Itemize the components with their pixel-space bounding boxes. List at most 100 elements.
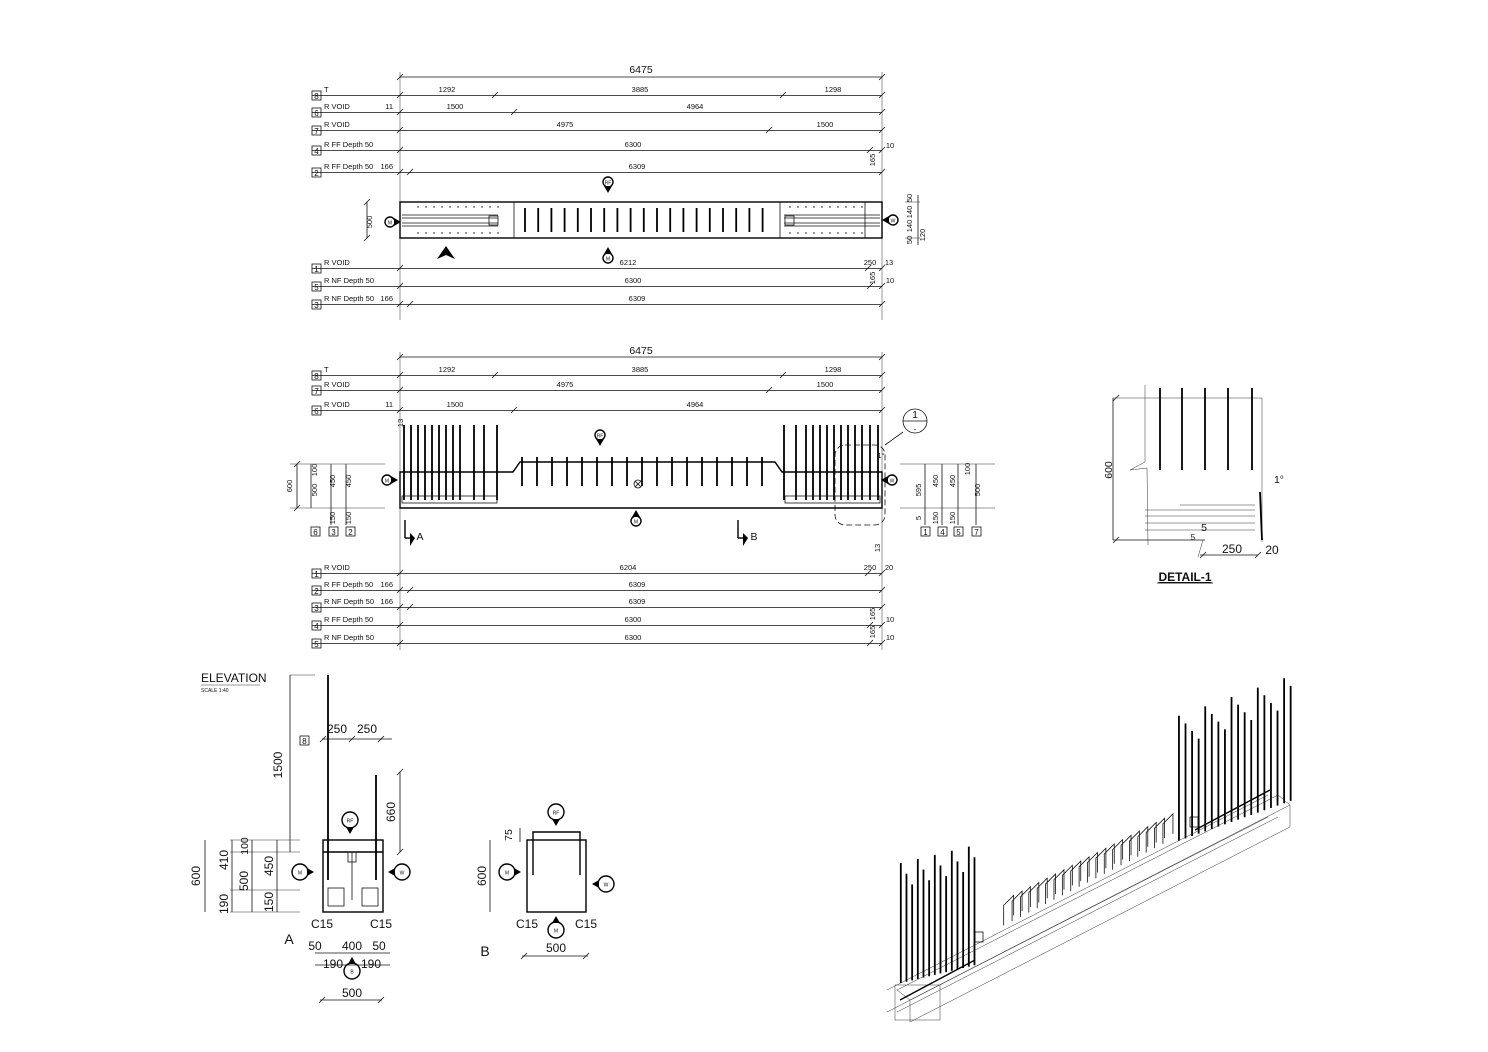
- row-label: R VOID: [324, 258, 350, 267]
- view-tag-label: W: [890, 479, 895, 485]
- row-number: 7: [314, 387, 319, 396]
- view-tag-label: RF: [605, 181, 612, 187]
- view-tag-label: M: [388, 221, 392, 227]
- dimension-lead: 166: [380, 294, 393, 303]
- dimension-text: 6204: [620, 563, 637, 572]
- beam-edge: [886, 816, 1269, 1013]
- stirrup-bar: [1003, 894, 1015, 926]
- row-number-box: [953, 526, 964, 537]
- dimension-text: 6300: [625, 633, 642, 642]
- stirrup-bar: [1120, 834, 1132, 866]
- view-tag-label: RF: [597, 434, 604, 440]
- dimension-text: 500: [973, 484, 982, 497]
- row-label: R NF Depth 50: [324, 276, 374, 285]
- view-tag-pointer: [391, 476, 398, 484]
- row-number-box: [345, 526, 356, 537]
- dimension-text: 250: [357, 722, 377, 736]
- bar-dot: [821, 232, 823, 234]
- row-number: 4: [940, 528, 945, 537]
- bar-dot: [497, 206, 499, 208]
- dimension-text: 6309: [629, 597, 646, 606]
- bar-dot: [425, 232, 427, 234]
- bar-dot: [797, 206, 799, 208]
- dimension-text: 4964: [687, 400, 704, 409]
- dimension-text: 190: [323, 957, 343, 971]
- row-number: 5: [314, 640, 319, 649]
- bar-dot: [449, 232, 451, 234]
- isometric-view: [886, 678, 1292, 1023]
- dimension-text: 13: [885, 258, 893, 267]
- view-tag-pointer: [552, 916, 560, 923]
- dimension-tick: [396, 353, 404, 361]
- row-label: T: [324, 365, 329, 374]
- view-tag-pointer: [552, 819, 560, 826]
- dimension-text: 165: [868, 154, 877, 167]
- bottom-reinforcement: [784, 495, 881, 504]
- lifting-insert-icon: [784, 215, 795, 226]
- dimension-text: 150: [948, 512, 957, 525]
- section-b-marker: B: [750, 531, 757, 543]
- row-number: 4: [314, 622, 319, 631]
- dimension-tick: [878, 603, 886, 611]
- dimension-text: 6300: [625, 276, 642, 285]
- dimension-tick: [396, 300, 404, 308]
- row-number: 6: [314, 109, 319, 118]
- view-tag-pointer: [348, 957, 356, 964]
- section-a-label: A: [284, 931, 294, 947]
- dimension-text: 3885: [632, 85, 649, 94]
- bar-dot: [481, 232, 483, 234]
- dimension-text: 13: [873, 544, 882, 552]
- lifting-insert-icon: [1189, 816, 1199, 828]
- dimension-tick: [318, 996, 326, 1004]
- dimension-text: 5: [1191, 533, 1196, 542]
- dimension-tick: [396, 406, 404, 414]
- beam-face: [896, 794, 1291, 1023]
- dimension-tick: [363, 234, 371, 242]
- dimension-text: 1298: [825, 85, 842, 94]
- dimension-tick: [396, 586, 404, 594]
- stirrup-bar: [1053, 868, 1065, 900]
- dimension-text: 100: [310, 464, 319, 477]
- dimension-text: C15: [311, 917, 333, 931]
- bar-dot: [465, 232, 467, 234]
- row-label: R NF Depth 50: [324, 633, 374, 642]
- dimension-tick: [406, 586, 414, 594]
- dimension-text: 13: [396, 419, 405, 427]
- dimension-tick: [396, 848, 404, 856]
- row-label: R VOID: [324, 380, 350, 389]
- view-tag-pointer: [881, 476, 888, 484]
- stirrup-bar: [1078, 855, 1090, 887]
- dimension-tick: [878, 126, 886, 134]
- view-tag-label: W: [604, 883, 609, 889]
- dimension-text: 20: [1265, 543, 1279, 557]
- dimension-tick: [866, 639, 874, 647]
- row-label: R VOID: [324, 563, 350, 572]
- row-label: R VOID: [324, 102, 350, 111]
- dimension-text: 1292: [439, 85, 456, 94]
- dimension-text: 10: [886, 633, 894, 642]
- dimension-tick: [396, 108, 404, 116]
- stirrup-bar: [1103, 842, 1115, 874]
- dimension-tick: [878, 639, 886, 647]
- detail-callout-boundary: [834, 444, 886, 526]
- dimension-tick: [319, 735, 327, 743]
- dimension-tick: [510, 406, 518, 414]
- dimension-text: 50: [372, 939, 386, 953]
- view-tag-label: RF: [553, 811, 560, 817]
- bar-dot: [489, 232, 491, 234]
- row-label: T: [324, 85, 329, 94]
- stirrup-bar: [1036, 877, 1048, 909]
- bar-dot: [457, 232, 459, 234]
- dimension-tick: [878, 300, 886, 308]
- view-tag-label: M: [634, 520, 638, 526]
- view-tag-pointer: [394, 218, 401, 226]
- dimension-text: 450: [931, 475, 940, 488]
- row-number: 4: [314, 147, 319, 156]
- bar-dot: [473, 206, 475, 208]
- dimension-tick: [878, 91, 886, 99]
- bar-dot: [441, 206, 443, 208]
- bar-dot: [829, 206, 831, 208]
- overall-dimension-text: 6475: [629, 345, 653, 357]
